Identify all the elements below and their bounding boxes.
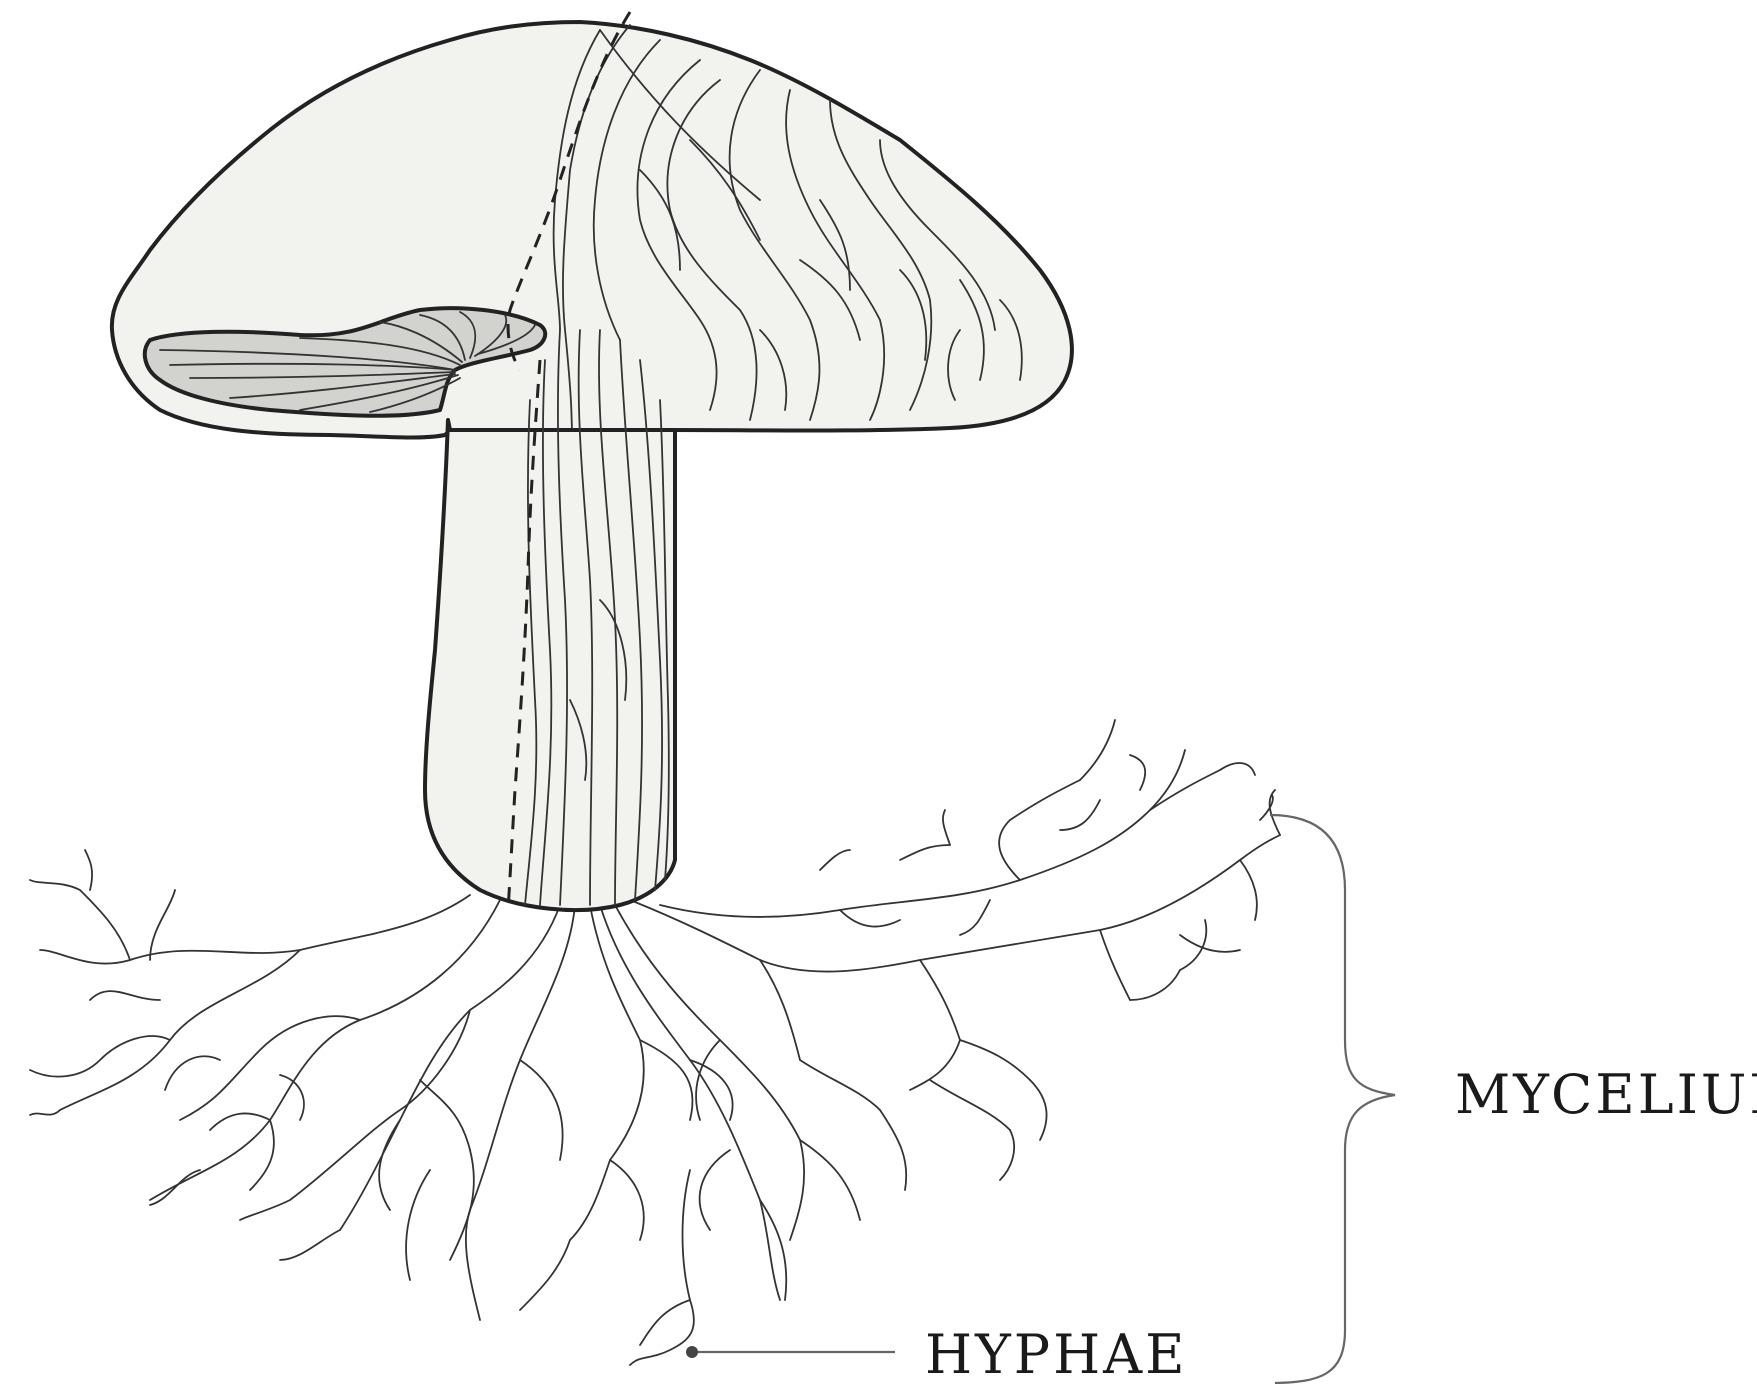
mycelium-label: MYCELIUM: [1455, 1068, 1757, 1122]
hyphae-pointer: [686, 1346, 895, 1358]
mushroom-cap: [112, 12, 1072, 500]
mycelium-bracket: [1270, 815, 1395, 1383]
hyphae-label: HYPHAE: [925, 1328, 1188, 1382]
